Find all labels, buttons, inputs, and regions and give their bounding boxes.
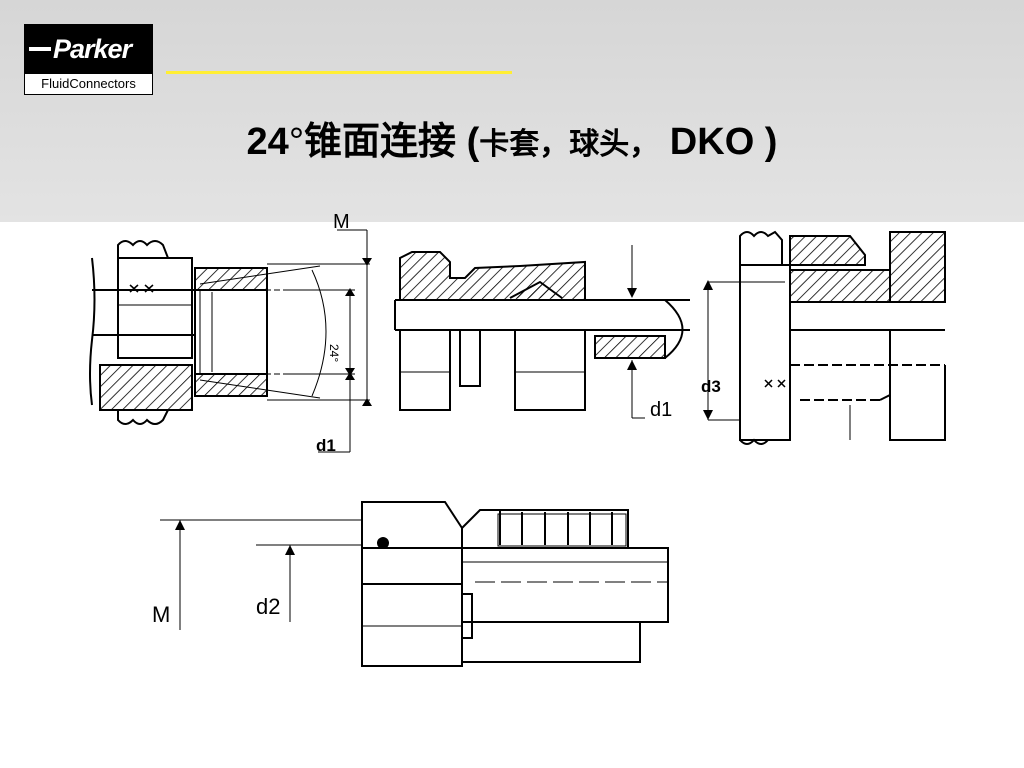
title-degree: ° — [288, 121, 305, 163]
figure-4-dko-hose-fitting — [160, 501, 669, 667]
fig3-label-d3: d3 — [701, 377, 721, 396]
fig1-label-d1: d1 — [316, 436, 336, 455]
title-part-5: DKO ) — [659, 121, 778, 163]
title-part-1: 24 — [246, 121, 289, 163]
logo-subtitle: FluidConnectors — [24, 74, 153, 95]
figure-3-ball-union — [703, 230, 946, 445]
parker-logo: Parker FluidConnectors — [24, 24, 153, 95]
header-band — [0, 0, 1024, 222]
fig4-label-d2: d2 — [256, 594, 280, 619]
fig1-label-M: M — [333, 211, 350, 233]
fig1-angle-label: 24° — [327, 344, 341, 362]
title-part-4: 卡套，球头， — [479, 128, 660, 161]
svg-text:Parker: Parker — [53, 34, 134, 64]
fig2-label-d1: d1 — [650, 399, 672, 421]
parker-wordmark-graphic: Parker — [29, 34, 135, 64]
accent-line — [166, 71, 512, 74]
logo-wordmark-block: Parker — [24, 24, 153, 75]
title-part-2: 锥面连接 — [304, 121, 457, 163]
figure-2-cutting-ring-fitting — [394, 245, 690, 419]
slide-title: 24°锥面连接 (卡套，球头， DKO ) — [0, 110, 1024, 165]
fig4-label-M: M — [152, 602, 170, 627]
figure-1-cone-fitting — [89, 229, 372, 453]
title-part-3: ( — [456, 121, 480, 163]
